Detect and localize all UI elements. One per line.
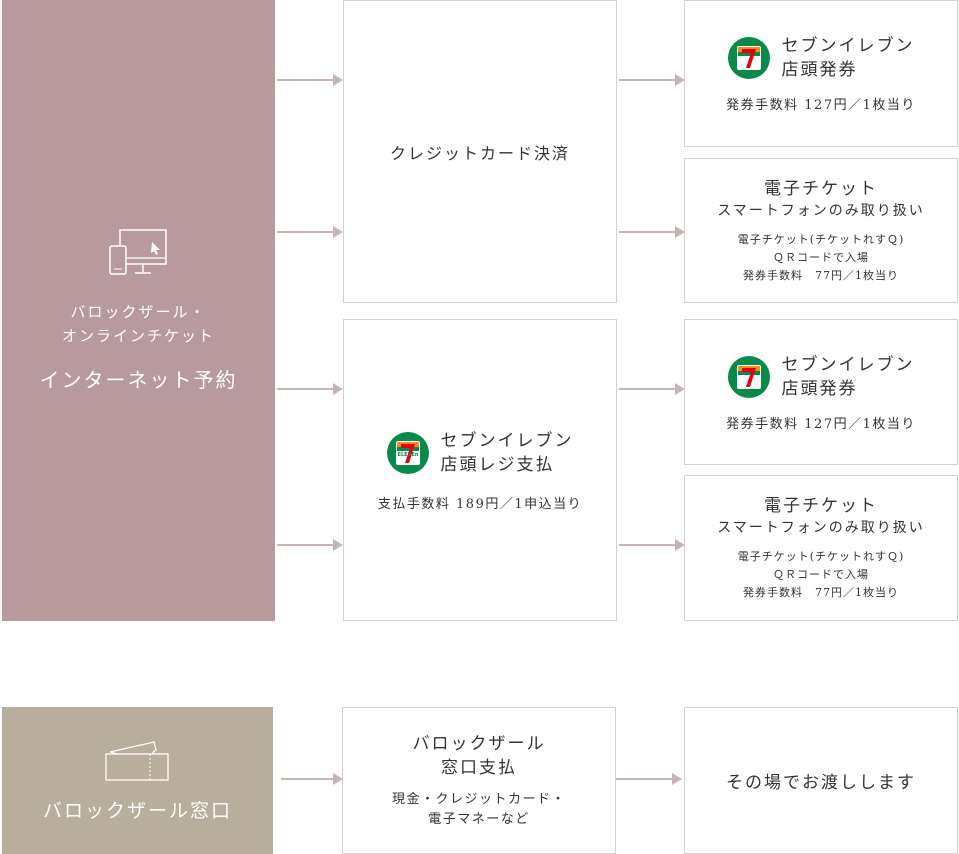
seven-issue-2-line1: セブンイレブン	[781, 354, 915, 375]
eticket-2-note2: ＱＲコードで入場	[773, 568, 869, 581]
eticket-box-2: 電子チケット スマートフォンのみ取り扱い 電子チケット(チケットれすＱ) ＱＲコ…	[684, 475, 958, 621]
eticket-box-1: 電子チケット スマートフォンのみ取り扱い 電子チケット(チケットれすＱ) ＱＲコ…	[684, 158, 958, 303]
seven-pay-line2: 店頭レジ支払	[440, 454, 555, 475]
counter-pay-note1: 現金・クレジットカード・	[391, 791, 566, 807]
seven-pay-box: ELEVEn セブンイレブン 店頭レジ支払 支払手数料 189円／1申込当り	[343, 319, 617, 621]
seven-eleven-logo-icon	[727, 37, 770, 79]
seven-issue-box-1: セブンイレブン 店頭発券 発券手数料 127円／1枚当り	[684, 0, 958, 147]
eticket-1-title: 電子チケット	[764, 178, 878, 199]
ticket-icon	[104, 741, 169, 781]
eticket-1-note2: ＱＲコードで入場	[773, 250, 869, 264]
seven-issue-2-fee: 発券手数料 127円／1枚当り	[726, 416, 916, 432]
seven-eleven-logo-icon: ELEVEn	[386, 431, 429, 474]
eticket-1-subtitle: スマートフォンのみ取り扱い	[717, 202, 925, 219]
counter-pay-line1: バロックザール	[412, 733, 546, 754]
computer-phone-icon	[108, 229, 167, 275]
seven-issue-box-2: セブンイレブン 店頭発券 発券手数料 127円／1枚当り	[684, 319, 958, 465]
credit-card-label: クレジットカード決済	[389, 143, 570, 163]
eticket-2-subtitle: スマートフォンのみ取り扱い	[717, 520, 925, 536]
eticket-2-note1: 電子チケット(チケットれすＱ)	[737, 550, 905, 563]
seven-issue-1-fee: 発券手数料 127円／1枚当り	[726, 98, 916, 113]
counter-pay-note2: 電子マネーなど	[428, 811, 530, 827]
eticket-1-note3: 発券手数料 77円／1枚当り	[743, 268, 899, 282]
arrow-counter-to-handover	[616, 773, 682, 785]
eticket-2-note3: 発券手数料 77円／1枚当り	[743, 586, 899, 599]
seven-pay-header: ELEVEn セブンイレブン 店頭レジ支払	[386, 429, 574, 477]
seven-issue-1-line1: セブンイレブン	[781, 36, 915, 56]
seven-pay-line1: セブンイレブン	[440, 430, 574, 451]
arrow-sevenpay-to-eticket	[619, 539, 685, 551]
arrow-internet-to-seven-2	[277, 539, 343, 551]
eticket-2-title: 電子チケット	[764, 496, 878, 516]
handover-label: その場でお渡しします	[726, 773, 916, 793]
internet-title: インターネット予約	[39, 368, 238, 392]
window-title: バロックザール窓口	[42, 800, 232, 822]
internet-subtitle-line1: バロックザール・	[70, 303, 207, 321]
arrow-credit-to-seven-issue	[619, 74, 685, 86]
arrow-internet-to-seven-1	[277, 383, 343, 395]
svg-text:ELEVEn: ELEVEn	[397, 452, 418, 458]
handover-box: その場でお渡しします	[684, 707, 958, 854]
internet-reservation-panel: バロックザール・ オンラインチケット インターネット予約	[2, 0, 275, 621]
seven-eleven-logo-icon	[727, 355, 770, 398]
arrow-internet-to-credit-2	[277, 226, 343, 238]
seven-pay-fee: 支払手数料 189円／1申込当り	[377, 496, 583, 512]
arrow-credit-to-eticket	[619, 226, 685, 238]
counter-pay-box: バロックザール 窓口支払 現金・クレジットカード・ 電子マネーなど	[342, 707, 616, 854]
counter-pay-line2: 窓口支払	[441, 757, 517, 778]
window-panel: バロックザール窓口	[2, 707, 273, 854]
arrow-sevenpay-to-seven-issue	[619, 383, 685, 395]
seven-issue-2-line2: 店頭発券	[781, 378, 858, 399]
arrow-internet-to-credit-1	[277, 74, 343, 86]
arrow-window-to-counter	[281, 773, 343, 785]
internet-subtitle-line2: オンラインチケット	[61, 327, 215, 345]
seven-issue-1-line2: 店頭発券	[781, 60, 858, 80]
credit-card-box: クレジットカード決済	[343, 0, 617, 303]
eticket-1-note1: 電子チケット(チケットれすＱ)	[737, 232, 905, 246]
